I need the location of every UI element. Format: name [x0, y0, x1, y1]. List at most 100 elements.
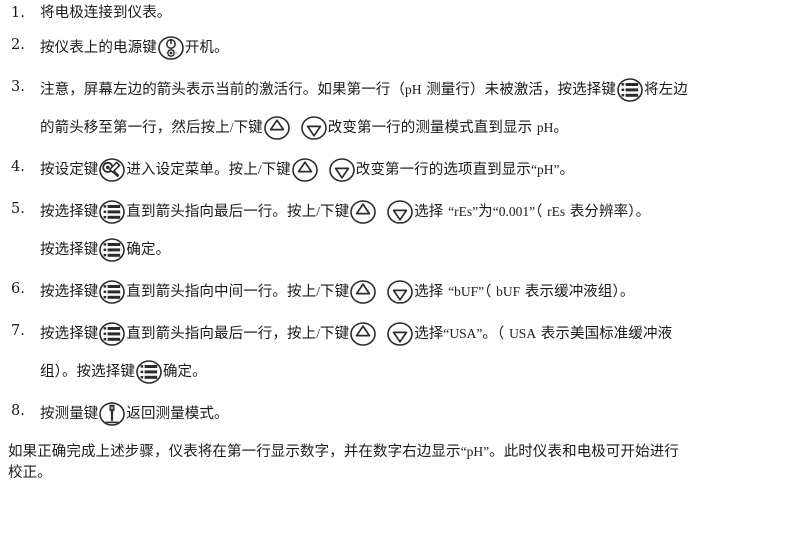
step-row: 7. 按选择键 直到箭头指向最后一行，按上/下键 选择“USA”。（ USA 表示… — [6, 322, 804, 346]
step-list: 1. 将电极连接到仪表。 2. 按仪表上的电源键 开机。 3. 注意，屏幕左边的箭头表示当… — [6, 4, 804, 432]
step-number: 3. — [11, 79, 25, 96]
select-key-icon[interactable] — [99, 322, 126, 346]
step-text: 开机。 — [184, 40, 229, 57]
select-key-icon[interactable] — [99, 200, 126, 224]
step-text-body: 将电极连接到仪表。 — [40, 4, 804, 22]
step-text: 选择 — [414, 204, 449, 221]
step-row: 8.按测量键 返回测量模式。 — [6, 402, 804, 426]
step-text-body: 按仪表上的电源键 开机。 — [40, 36, 804, 60]
closing-line2: 校正。 — [8, 465, 52, 482]
step-text-body: 按选择键 直到箭头指向中间一行。按上/下键 选择 “bUF”（ bUF 表示缓冲… — [40, 280, 804, 304]
down-arrow-key-icon[interactable] — [387, 200, 413, 224]
select-key-icon[interactable] — [99, 280, 126, 304]
step-row: 3. 注意，屏幕左边的箭头表示当前的激活行。如果第一行（pH 测量行）未被激活，按… — [6, 78, 804, 102]
step-text-body: 的箭头移至第一行，然后按上/下键 改变第一行的测量模式直到显示 pH。 — [40, 116, 804, 140]
step-text: 改变第一行的测量模式直到显示 — [327, 120, 537, 137]
step-continuation-row: 组）。按选择键 确定。 — [6, 360, 804, 384]
step-text: 直到箭头指向最后一行。按上 — [126, 204, 317, 221]
latin-text: “pH” — [530, 162, 560, 178]
step-text: 返回测量模式。 — [126, 406, 229, 423]
step-row: 6. 按选择键 直到箭头指向中间一行。按上/下键 选择 “bUF”（ bUF 表示… — [6, 280, 804, 304]
spacer — [6, 22, 804, 36]
step-text: 按设定键 — [40, 162, 99, 179]
latin-text: / — [257, 162, 262, 178]
step-text: 测量行）未被激活，按选择键 — [421, 82, 617, 99]
step-text: 按选择键 — [40, 284, 99, 301]
latin-text: / — [316, 284, 320, 300]
closing-line1-c: 。此时仪表和电极可开始进行 — [489, 444, 679, 461]
closing-line1-a: 如果正确完成上述步骤，仪表将在第一行显示数字，并在数字右边显示 — [8, 444, 461, 461]
latin-text: / — [229, 120, 234, 136]
up-arrow-key-icon[interactable] — [350, 200, 376, 224]
step-text: 按选择键 — [40, 204, 99, 221]
step-text: 下键 — [319, 284, 350, 301]
step-text: 下键 — [261, 162, 291, 179]
step-text: 按选择键 — [40, 326, 99, 343]
step-text: 下键 — [319, 326, 350, 343]
down-arrow-key-icon[interactable] — [328, 158, 355, 182]
step-number: 5. — [11, 201, 25, 218]
down-arrow-key-icon[interactable] — [387, 280, 413, 304]
step-text: 注意，屏幕左边的箭头表示当前的激活行。如果第一行（ — [40, 82, 405, 99]
step-text: （ — [535, 204, 548, 221]
step-text: 直到箭头指向中间一行。按上 — [126, 284, 317, 301]
down-arrow-key-icon[interactable] — [300, 116, 327, 140]
select-key-icon[interactable] — [136, 360, 162, 384]
step-text: 。 — [553, 120, 568, 137]
spacer — [6, 346, 804, 360]
step-text: 为 — [478, 204, 493, 221]
closing-line1-b: “pH” — [460, 444, 490, 460]
step-text: 进入设定菜单。按上 — [126, 162, 258, 179]
up-arrow-key-icon[interactable] — [291, 158, 318, 182]
power-key-icon[interactable] — [158, 36, 184, 60]
step-row: 2. 按仪表上的电源键 开机。 — [6, 36, 804, 60]
step-text: 将左边 — [644, 82, 688, 99]
setup-key-icon[interactable] — [99, 158, 126, 182]
step-text: 按选择键 — [40, 242, 99, 259]
select-key-icon[interactable] — [99, 238, 126, 262]
latin-text: / — [316, 204, 320, 220]
step-text-body: 按选择键 直到箭头指向最后一行。按上/下键 选择 “rEs”为“0.001”（ … — [40, 200, 804, 224]
step-text: 选择 — [414, 326, 444, 343]
step-text-body: 按选择键 直到箭头指向最后一行，按上/下键 选择“USA”。（ USA 表示美国… — [40, 322, 804, 346]
up-arrow-key-icon[interactable] — [263, 116, 290, 140]
closing-paragraph: 如果正确完成上述步骤，仪表将在第一行显示数字，并在数字右边显示“pH”。此时仪表… — [6, 442, 804, 484]
spacer — [6, 140, 804, 158]
step-number: 2. — [11, 37, 25, 54]
step-text: 下键 — [319, 204, 350, 221]
step-number: 7. — [11, 323, 25, 340]
select-key-icon[interactable] — [617, 78, 643, 102]
step-number: 6. — [11, 281, 25, 298]
spacer — [6, 224, 804, 238]
spacer — [6, 182, 804, 200]
step-text: （ — [484, 284, 497, 301]
step-text: 。（ — [482, 326, 510, 343]
measure-key-icon[interactable] — [99, 402, 126, 426]
step-text: 改变第一行的选项直到显示 — [355, 162, 531, 179]
step-text: 下键 — [233, 120, 263, 137]
latin-text: bUF — [496, 284, 521, 300]
step-text: 直到箭头指向最后一行，按上 — [126, 326, 317, 343]
latin-text: rEs — [547, 204, 566, 220]
step-text: 确定。 — [126, 242, 171, 259]
spacer — [6, 102, 804, 116]
step-text: 的箭头移至第一行，然后按上 — [40, 120, 230, 137]
up-arrow-key-icon[interactable] — [350, 280, 376, 304]
latin-text: pH — [405, 82, 422, 98]
step-text-body: 注意，屏幕左边的箭头表示当前的激活行。如果第一行（pH 测量行）未被激活，按选择… — [40, 78, 804, 102]
latin-text: “rEs” — [448, 204, 479, 220]
up-arrow-key-icon[interactable] — [350, 322, 376, 346]
down-arrow-key-icon[interactable] — [387, 322, 413, 346]
latin-text: “bUF” — [448, 284, 485, 300]
step-text: 表示缓冲液组）。 — [520, 284, 635, 301]
step-text: 确定。 — [162, 364, 207, 381]
step-text: 将电极连接到仪表。 — [40, 5, 172, 21]
spacer — [6, 384, 804, 402]
step-text: 组）。按选择键 — [40, 364, 135, 381]
step-number: 1. — [11, 5, 25, 21]
step-row: 4.按设定键 进入设定菜单。按上/下键 改变第一行的选项直到显示“pH”。 — [6, 158, 804, 182]
latin-text: pH — [536, 120, 554, 136]
step-text-body: 按选择键 确定。 — [40, 238, 804, 262]
step-text: 表分辨率）。 — [565, 204, 651, 221]
